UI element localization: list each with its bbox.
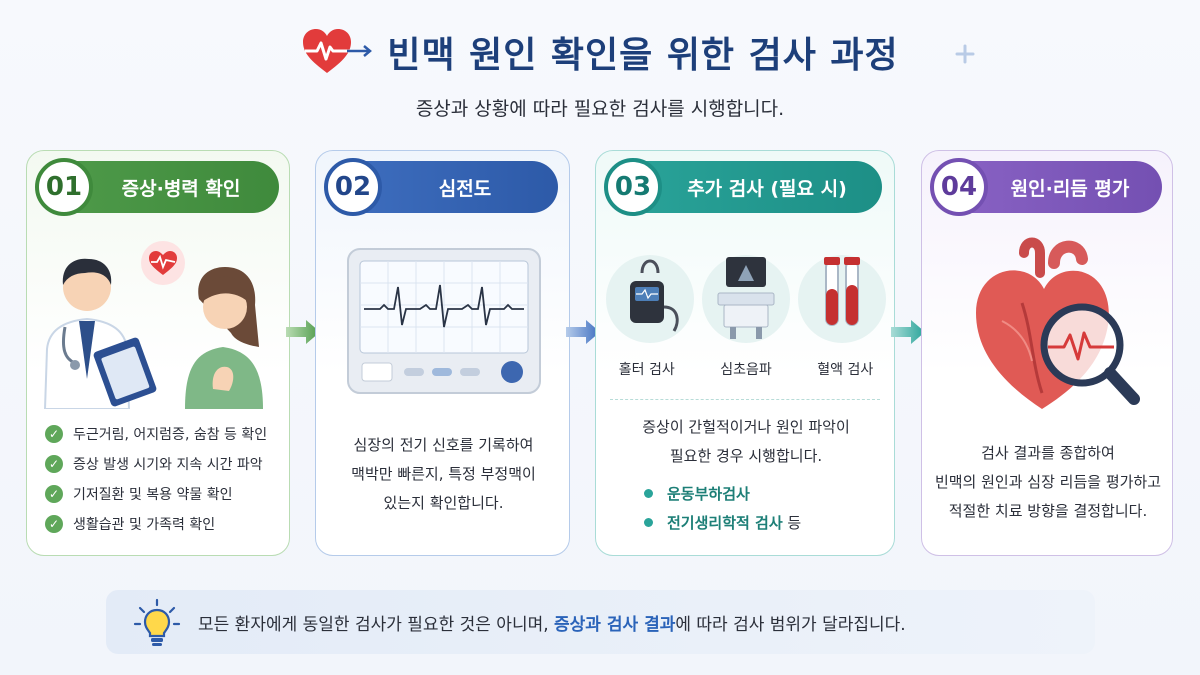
step-number: 02 [324, 158, 382, 216]
test-label-blood: 혈액 검사 [817, 362, 874, 378]
list-item: ✓생활습관 및 가족력 확인 [45, 509, 267, 539]
extra-test-list: 운동부하검사 전기생리학적 검사 등 [644, 479, 801, 537]
check-icon: ✓ [45, 425, 63, 443]
plus-icon [955, 44, 975, 64]
ecg-monitor-illustration [347, 248, 541, 394]
bullet-dot [644, 518, 653, 527]
step-description: 심장의 전기 신호를 기록하여 맥박만 빠른지, 특정 부정맥이 있는지 확인합… [351, 436, 536, 512]
magnifier-icon [1072, 313, 1073, 314]
check-icon: ✓ [45, 515, 63, 533]
step-label: 추가 검사 (필요 시) [687, 177, 847, 200]
step-label: 원인·리듬 평가 [1010, 177, 1130, 200]
check-icon: ✓ [45, 485, 63, 503]
step-card-1: 01 증상·병력 확인 ✓두근거림, 어지럼증, 숨참 등 확인 ✓증상 발생 … [26, 150, 290, 556]
additional-tests-illustration [606, 255, 886, 343]
arrow-right-icon [286, 318, 322, 346]
heart-magnifier-illustration [976, 237, 1140, 409]
step-header-3: 03 추가 검사 (필요 시) [604, 158, 882, 216]
title-row: 빈맥 원인 확인을 위한 검사 과정 [0, 22, 1200, 82]
test-label-echo: 심초음파 [720, 362, 772, 378]
step-header-2: 02 심전도 [324, 158, 558, 216]
step-description: 증상이 간헐적이거나 원인 파악이 필요한 경우 시행합니다. [642, 418, 850, 465]
list-item: ✓기저질환 및 복용 약물 확인 [45, 479, 267, 509]
list-item: ✓두근거림, 어지럼증, 숨참 등 확인 [45, 419, 267, 449]
list-item: 운동부하검사 [644, 479, 801, 508]
page-title: 빈맥 원인 확인을 위한 검사 과정 [387, 35, 899, 76]
page-subtitle: 증상과 상황에 따라 필요한 검사를 시행합니다. [415, 98, 785, 120]
doctor-patient-illustration [43, 241, 263, 409]
bullet-dot [644, 489, 653, 498]
step-card-3: 03 추가 검사 (필요 시) 홀터 검사 심초음파 혈액 검사 증상이 간헐적… [595, 150, 895, 556]
step-description: 검사 결과를 종합하여 빈맥의 원인과 심장 리듬을 평가하고 적절한 치료 방… [934, 444, 1162, 520]
step-number: 01 [35, 158, 93, 216]
step-header-4: 04 원인·리듬 평가 [930, 158, 1162, 216]
arrow-right-icon [566, 318, 602, 346]
list-item: 전기생리학적 검사 등 [644, 508, 801, 537]
lightbulb-icon [132, 598, 182, 648]
step-card-4: 04 원인·리듬 평가 검사 결과를 종합하여 빈맥의 원인과 심장 리듬을 평… [921, 150, 1173, 556]
banner-text: 모든 환자에게 동일한 검사가 필요한 것은 아니며, 증상과 검사 결과에 따… [198, 614, 906, 635]
test-labels: 홀터 검사 심초음파 혈액 검사 [596, 359, 896, 379]
step-label: 증상·병력 확인 [121, 177, 241, 200]
heart-pulse-icon [301, 27, 373, 77]
divider [610, 399, 880, 400]
info-banner: 모든 환자에게 동일한 검사가 필요한 것은 아니며, 증상과 검사 결과에 따… [106, 590, 1095, 654]
test-label-holter: 홀터 검사 [618, 362, 675, 378]
check-icon: ✓ [45, 455, 63, 473]
step-number: 04 [930, 158, 988, 216]
symptom-checklist: ✓두근거림, 어지럼증, 숨참 등 확인 ✓증상 발생 시기와 지속 시간 파악… [45, 419, 267, 539]
list-item: ✓증상 발생 시기와 지속 시간 파악 [45, 449, 267, 479]
step-number: 03 [604, 158, 662, 216]
step-label: 심전도 [438, 177, 492, 200]
arrow-right-icon [891, 318, 927, 346]
step-card-2: 02 심전도 심장의 전기 신호를 기록하여 맥박만 빠른지, 특정 부정맥이 … [315, 150, 570, 556]
step-header-1: 01 증상·병력 확인 [35, 158, 279, 216]
